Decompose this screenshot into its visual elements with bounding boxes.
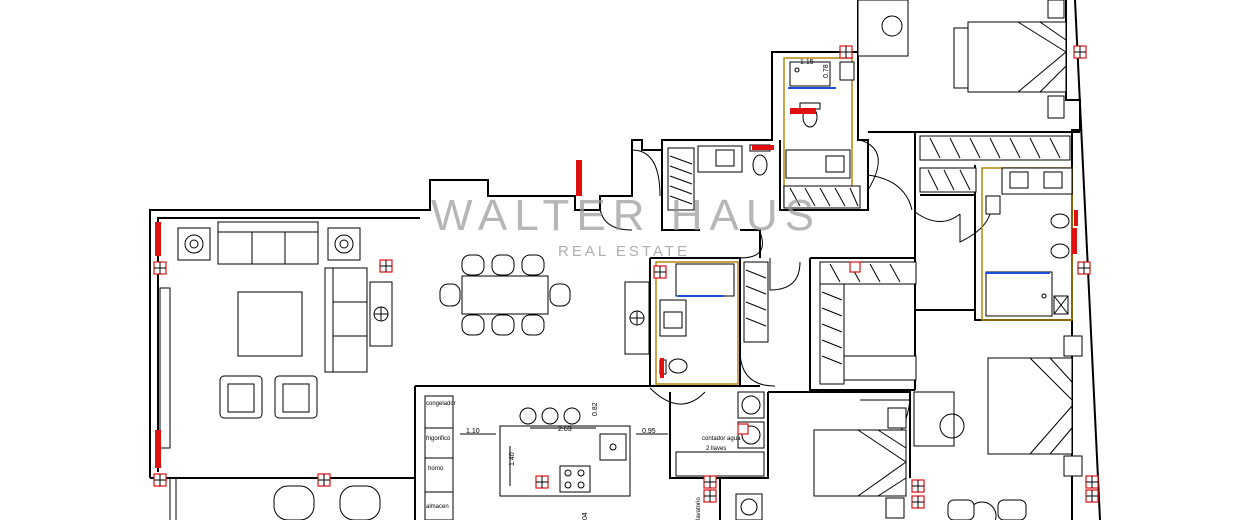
- bed-third: [813, 429, 907, 497]
- socket-icon: [1085, 475, 1099, 489]
- dim-kitchen-mid: 2.63: [558, 426, 572, 433]
- sofa: [324, 267, 368, 373]
- label-contador: contador agua: [702, 436, 741, 442]
- dimension-labels: 1.15 0.78 1.10 2.63 0.95 1.40 0.82 04 co…: [426, 59, 830, 520]
- watermark: WALTER HAUS REAL ESTATE: [431, 191, 821, 260]
- socket-icon: [737, 423, 749, 435]
- socket-icon: [153, 261, 167, 275]
- kitchen: [424, 395, 668, 520]
- socket-icon: [911, 495, 925, 509]
- label-almacen: almacen: [426, 504, 449, 510]
- label-congelador: congelador: [426, 401, 456, 407]
- electrical-sockets: [153, 45, 1099, 509]
- bathroom-top: [697, 57, 855, 207]
- desk-top: [857, 0, 909, 57]
- dim-bottom-mark: 04: [582, 512, 589, 520]
- dining-area: [439, 254, 650, 355]
- armchair-left: [219, 375, 263, 419]
- bathroom-right: [981, 167, 1073, 321]
- socket-icon: [911, 479, 925, 493]
- bathroom-middle: [655, 261, 739, 385]
- bed-master: [987, 357, 1073, 455]
- bed-top: [967, 21, 1067, 93]
- socket-icon: [317, 473, 331, 487]
- dim-kitchen-depth: 1.40: [509, 452, 516, 466]
- socket-icon: [379, 259, 393, 273]
- dim-kitchen-right: 0.95: [642, 428, 656, 435]
- watermark-subtitle: REAL ESTATE: [558, 243, 690, 260]
- socket-icon: [703, 489, 717, 503]
- dim-bath-depth: 0.78: [823, 64, 830, 78]
- label-lavatorio: lavatorio: [696, 497, 702, 520]
- socket-icon: [535, 475, 549, 489]
- dining-table: [461, 275, 549, 315]
- socket-icon: [653, 265, 667, 279]
- watermark-title: WALTER HAUS: [431, 191, 821, 240]
- coffee-table: [237, 291, 303, 357]
- label-horno: horno: [428, 466, 444, 472]
- dim-bath-width: 1.15: [800, 59, 814, 66]
- socket-icon: [849, 261, 861, 273]
- living-room: [159, 221, 393, 449]
- armchair-right: [274, 375, 318, 419]
- window-frame: [159, 287, 171, 449]
- socket-icon: [1073, 45, 1087, 59]
- socket-icon: [703, 475, 717, 489]
- socket-icon: [839, 45, 853, 59]
- dim-hall-width: 0.82: [592, 402, 599, 416]
- red-markers: [155, 108, 1078, 468]
- dim-kitchen-left: 1.10: [466, 428, 480, 435]
- lamp-table-left: [177, 227, 211, 261]
- bedrooms: [273, 0, 1083, 520]
- socket-icon: [1085, 489, 1099, 503]
- socket-icon: [153, 473, 167, 487]
- label-llaves: 2 llaves: [706, 446, 726, 452]
- label-frigorifico: frigorifico: [426, 436, 451, 442]
- lamp-table-right: [327, 227, 361, 261]
- wardrobes: [667, 135, 1071, 385]
- socket-icon: [1077, 261, 1091, 275]
